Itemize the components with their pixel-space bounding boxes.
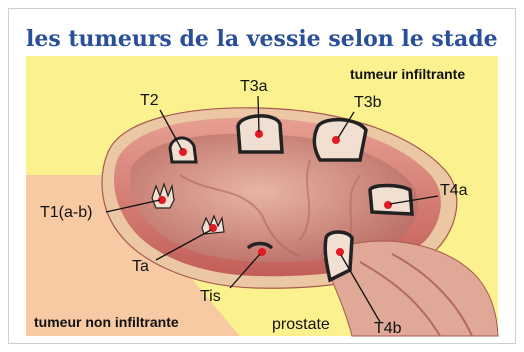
infiltrating-zone-label: tumeur infiltrante bbox=[350, 66, 465, 82]
stage-label-ta: Ta bbox=[132, 258, 149, 276]
organ-label-prostate: prostate bbox=[272, 316, 330, 334]
tumor-t3a bbox=[238, 116, 282, 152]
tumor-t4b bbox=[325, 232, 352, 280]
stage-label-tis: Tis bbox=[200, 288, 221, 306]
tumor-t4a bbox=[370, 186, 412, 215]
stage-label-t4a: T4a bbox=[440, 182, 468, 200]
non-infiltrating-zone-label: tumeur non infiltrante bbox=[34, 314, 179, 330]
stage-label-t3b: T3b bbox=[354, 94, 382, 112]
tumor-t2 bbox=[170, 138, 196, 162]
stage-label-t1ab: T1(a-b) bbox=[40, 204, 92, 222]
stage-label-t2: T2 bbox=[140, 92, 159, 110]
stage-label-t4b: T4b bbox=[374, 320, 402, 338]
stage-label-t3a: T3a bbox=[240, 78, 268, 96]
tumor-t3b bbox=[314, 120, 366, 160]
